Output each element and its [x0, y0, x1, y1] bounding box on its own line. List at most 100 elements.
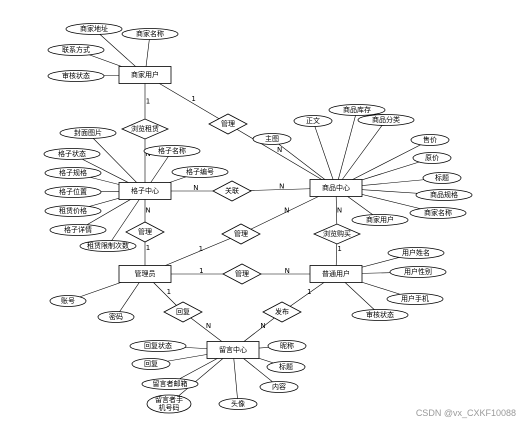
attribute-label: 用户性别 [404, 267, 432, 276]
cardinality-label: 1 [199, 267, 203, 275]
attribute-grid-center: 格子规格 [44, 167, 102, 179]
attribute-label: 格子规格 [59, 168, 87, 177]
attribute-merchant-user: 联系方式 [47, 44, 105, 56]
cardinality-label: N [337, 206, 342, 214]
relation-label: 管理 [138, 227, 152, 236]
cardinality-label: 1 [191, 95, 195, 103]
entity-label: 商家用户 [131, 70, 159, 79]
relation-label: 管理 [234, 229, 248, 238]
relation-associate: 关联 [212, 180, 252, 202]
attribute-label: 商品规格 [430, 190, 458, 199]
attribute-label: 商家名称 [136, 29, 164, 38]
attribute-product-center: 商品规格 [415, 189, 473, 201]
attribute-grid-center: 格子位置 [44, 186, 102, 198]
cardinality-label: 1 [337, 245, 341, 253]
attribute-message-center: 昵称 [267, 340, 307, 352]
attribute-grid-center: 格子编号 [171, 166, 229, 178]
relation-label: 发布 [275, 307, 289, 316]
attribute-product-center: 售价 [410, 134, 450, 146]
cardinality-label: N [285, 267, 290, 275]
attribute-label: 留言者手 [155, 395, 183, 404]
attribute-label: 租赁限制次数 [87, 241, 129, 250]
attribute-label: 格子编号 [186, 167, 214, 176]
relation-label: 管理 [235, 269, 249, 278]
attribute-label: 售价 [423, 135, 437, 144]
attribute-product-center: 正文 [293, 115, 333, 127]
attribute-label: 商品分类 [372, 115, 400, 124]
attribute-label: 联系方式 [62, 45, 90, 54]
attribute-merchant-user: 商家地址 [65, 23, 123, 35]
attribute-normal-user: 用户手机 [386, 293, 444, 305]
entity-grid-center: 格子中心 [118, 182, 172, 200]
attribute-product-center: 商家名称 [409, 207, 467, 219]
entity-label: 普通用户 [322, 269, 350, 278]
attribute-label: 商家用户 [366, 215, 394, 224]
entity-label: 管理员 [135, 269, 156, 278]
attribute-label: 用户姓名 [402, 248, 430, 257]
entity-label: 格子中心 [131, 186, 159, 195]
attribute-label: 机号码 [159, 403, 180, 412]
attribute-label: 标题 [435, 173, 449, 182]
attribute-grid-center: 格子名称 [143, 145, 201, 157]
attribute-label: 内容 [272, 382, 286, 391]
entity-label: 留言中心 [219, 345, 247, 354]
cardinality-label: 1 [307, 288, 311, 296]
relation-manage-product: 管理 [208, 113, 248, 135]
attribute-label: 租赁价格 [59, 206, 87, 215]
attribute-product-center: 标题 [422, 172, 462, 184]
entity-label: 商品中心 [322, 183, 350, 192]
entity-normal-user: 普通用户 [309, 265, 363, 283]
attribute-label: 格子位置 [59, 187, 87, 196]
attribute-label: 格子状态 [58, 149, 86, 158]
relation-label: 管理 [221, 119, 235, 128]
cardinality-label: N [206, 322, 211, 330]
attribute-grid-center: 租赁价格 [44, 205, 102, 217]
relation-label: 关联 [225, 186, 239, 195]
entity-merchant-user: 商家用户 [118, 66, 172, 84]
relation-manage-grid: 管理 [125, 221, 165, 243]
attribute-merchant-user: 商家名称 [121, 28, 179, 40]
relation-publish: 发布 [262, 301, 302, 323]
attribute-product-center: 商品库存 [328, 104, 386, 116]
attribute-grid-center: 格子详情 [49, 224, 107, 236]
attribute-normal-user: 用户性别 [389, 266, 447, 278]
cardinality-label: 1 [146, 244, 150, 252]
attribute-label: 商家名称 [424, 208, 452, 217]
cardinality-label: 1 [167, 288, 171, 296]
cardinality-label: N [193, 184, 198, 192]
relation-label: 浏览购买 [323, 229, 351, 238]
relation-reply: 回复 [163, 301, 203, 323]
attribute-product-center: 商品分类 [357, 114, 415, 126]
attribute-message-center: 回复 [131, 358, 171, 370]
attribute-grid-center: 封面图片 [59, 127, 117, 139]
attribute-label: 回复状态 [144, 341, 172, 350]
relation-label: 回复 [176, 307, 190, 316]
attribute-label: 正文 [306, 116, 320, 125]
attribute-grid-center: 格子状态 [43, 148, 101, 160]
attribute-message-center: 头像 [218, 398, 258, 410]
attribute-label: 审核状态 [62, 71, 90, 80]
relation-manage-product-2: 管理 [221, 223, 261, 245]
attribute-label: 商家地址 [80, 24, 108, 33]
cardinality-label: 1 [146, 98, 150, 106]
entity-admin: 管理员 [118, 265, 172, 283]
attribute-label: 格子详情 [64, 225, 92, 234]
attribute-label: 审核状态 [366, 310, 394, 319]
attribute-label: 封面图片 [74, 128, 102, 137]
attribute-label: 主图 [265, 134, 279, 143]
attribute-label: 头像 [231, 399, 245, 408]
attribute-admin: 密码 [97, 311, 135, 323]
attribute-label: 用户手机 [401, 294, 429, 303]
attribute-message-center: 标题 [266, 361, 306, 373]
attribute-label: 昵称 [280, 341, 294, 350]
attribute-grid-center: 租赁限制次数 [79, 240, 137, 252]
attribute-normal-user: 审核状态 [351, 309, 409, 321]
cardinality-label: N [279, 183, 284, 191]
attribute-message-center: 留言者邮箱 [141, 378, 199, 390]
attribute-label: 原价 [425, 154, 439, 162]
entity-product-center: 商品中心 [309, 179, 363, 197]
attribute-normal-user: 用户姓名 [387, 247, 445, 259]
